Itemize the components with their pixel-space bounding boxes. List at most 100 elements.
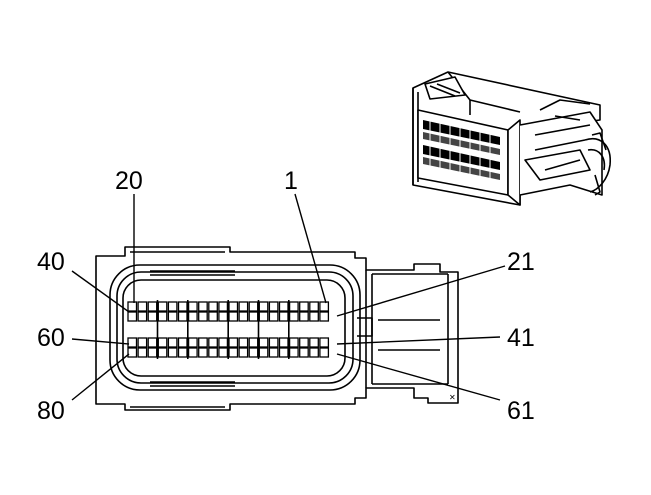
pin-cavity [299, 337, 309, 348]
pin-cavity [268, 301, 279, 312]
pin-cavity [157, 337, 168, 348]
pin-cavity [198, 347, 208, 358]
pin-cavity [278, 301, 289, 312]
pin-cavity [137, 311, 148, 322]
pin-cavity [319, 347, 330, 358]
pin-cavity [268, 311, 279, 322]
pin-grid [127, 300, 330, 359]
corner-mark: ✕ [449, 393, 456, 402]
pin-label-21: 21 [507, 248, 535, 276]
pin-cavity [177, 301, 188, 312]
pin-cavity [248, 347, 259, 358]
pin-cavity [187, 301, 198, 312]
leader-line-1 [294, 193, 327, 304]
pin-label-60: 60 [37, 324, 65, 352]
thumbnail-pin-rows [423, 120, 500, 180]
pin-cavity [248, 311, 259, 322]
pin-label-40: 40 [37, 248, 65, 276]
leader-line-21 [336, 265, 506, 317]
pin-cavity [268, 347, 279, 358]
pin-cavity [278, 311, 289, 322]
pin-cavity [208, 337, 218, 348]
leader-lines [71, 193, 506, 401]
pin-cavity [187, 311, 198, 322]
pin-cavity [288, 337, 299, 348]
pin-cavity [299, 347, 309, 358]
pin-cavity [198, 337, 208, 348]
pin-cavity [127, 347, 138, 358]
pin-cavity [248, 337, 259, 348]
pin-label-80: 80 [37, 397, 65, 425]
pin-cavity [177, 347, 188, 358]
pin-cavity [288, 347, 299, 358]
pin-cavity [157, 347, 168, 358]
pin-cavity [238, 347, 249, 358]
pin-label-20: 20 [115, 167, 143, 195]
leader-line-40 [71, 270, 130, 313]
pin-cavity [208, 311, 218, 322]
pin-cavity [258, 347, 269, 358]
pin-cavity [278, 347, 289, 358]
pin-cavity [258, 337, 269, 348]
leader-line-60 [71, 338, 130, 345]
pin-cavity [147, 311, 158, 322]
pin-cavity [228, 311, 239, 322]
pin-cavity [157, 311, 168, 322]
pin-cavity [167, 301, 178, 312]
pin-label-41: 41 [507, 324, 535, 352]
pin-cavity [288, 301, 299, 312]
connector-front-view [95, 246, 459, 411]
pin-cavity [167, 347, 178, 358]
pin-cavity [218, 311, 229, 322]
pin-cavity [218, 301, 229, 312]
pin-cavity [268, 337, 279, 348]
pin-cavity [127, 301, 138, 312]
pin-cavity [319, 337, 330, 348]
pin-cavity [238, 301, 249, 312]
pin-cavity [167, 311, 178, 322]
pin-cavity [127, 311, 138, 322]
connector-3d-view [412, 71, 611, 206]
pin-cavity [248, 301, 259, 312]
pin-cavity [299, 311, 309, 322]
pin-cavity [228, 337, 239, 348]
pin-cavity [319, 301, 330, 312]
pin-cavity [238, 337, 249, 348]
pin-cavity [137, 347, 148, 358]
pin-label-1: 1 [284, 167, 298, 195]
pin-cavity [299, 301, 309, 312]
pin-cavity [147, 337, 158, 348]
pin-cavity [198, 311, 208, 322]
pin-cavity [309, 301, 319, 312]
pin-cavity [258, 311, 269, 322]
pin-cavity [187, 347, 198, 358]
pin-cavity [157, 301, 168, 312]
pin-cavity [309, 311, 319, 322]
pin-cavity [127, 337, 138, 348]
pin-cavity [228, 301, 239, 312]
pin-cavity [198, 301, 208, 312]
pin-cavity [218, 337, 229, 348]
pin-cavity [258, 301, 269, 312]
pin-cavity [147, 347, 158, 358]
pin-cavity [177, 337, 188, 348]
pin-cavity [319, 311, 330, 322]
pin-cavity [238, 311, 249, 322]
pin-cavity [228, 347, 239, 358]
pin-cavity [218, 347, 229, 358]
pin-cavity [167, 337, 178, 348]
pin-cavity [187, 337, 198, 348]
leader-line-41 [336, 336, 501, 345]
pin-cavity [177, 311, 188, 322]
pin-cavity [309, 337, 319, 348]
pin-cavity [147, 301, 158, 312]
pin-cavity [208, 347, 218, 358]
leader-line-61 [336, 353, 501, 401]
pin-cavity [208, 301, 218, 312]
pin-cavity [309, 347, 319, 358]
pin-cavity [288, 311, 299, 322]
pin-cavity [278, 337, 289, 348]
pin-cavity [137, 301, 148, 312]
pin-label-61: 61 [507, 397, 535, 425]
